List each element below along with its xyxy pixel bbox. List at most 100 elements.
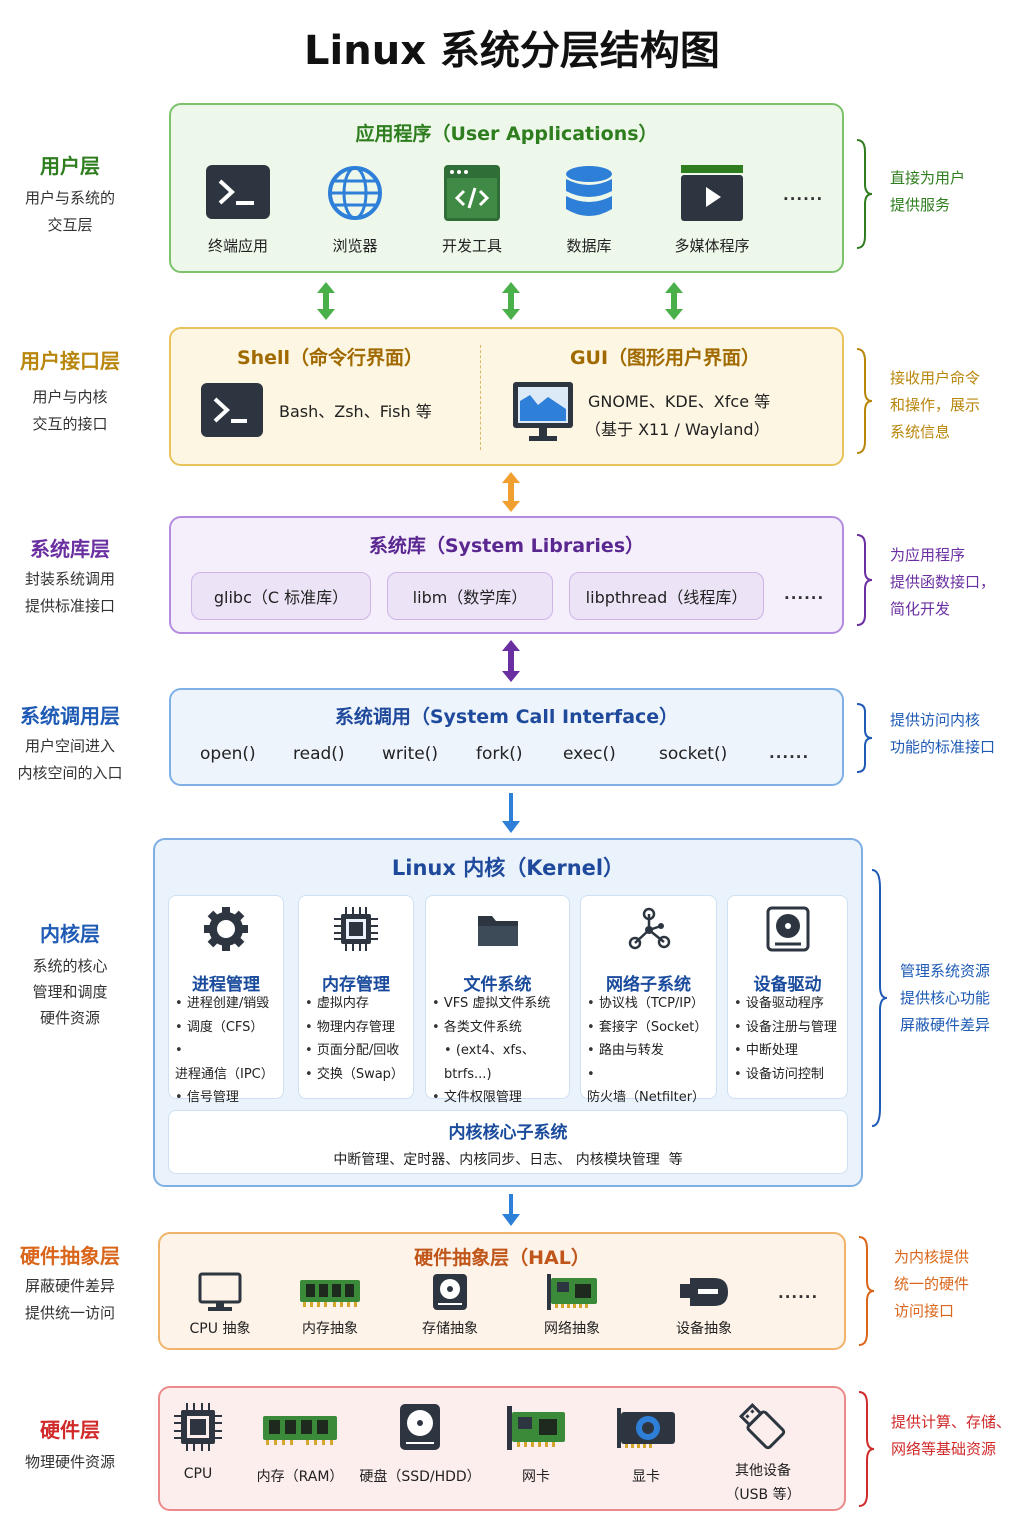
double-arrow-icon — [502, 282, 520, 320]
hal-label: CPU 抽象 — [189, 1321, 251, 1337]
kernel-card-process[interactable]: 进程管理 进程创建/销毁 调度（CFS） 进程通信（IPC） 信号管理 — [168, 895, 284, 1105]
layer-title-ui: 用户接口层 — [20, 349, 120, 373]
hw-other[interactable]: 其他设备 （USB 等） — [718, 1402, 808, 1504]
database-icon — [566, 166, 612, 216]
layer-note-user-1: 直接为用户 — [890, 169, 966, 187]
hal-box: 硬件抽象层（HAL） — [158, 1232, 846, 1350]
card-list: 设备驱动程序 设备注册与管理 中断处理 设备访问控制 — [734, 992, 845, 1086]
hw-label: 显卡 — [632, 1469, 660, 1485]
layer-note-hardware-1: 提供计算、存储、 — [891, 1413, 1012, 1431]
hw-nic[interactable]: 网卡 — [500, 1402, 572, 1486]
layer-note-ui-3: 系统信息 — [890, 423, 951, 441]
folder-icon — [477, 916, 518, 946]
layer-desc-syscall-1: 用户空间进入 — [24, 737, 115, 755]
card-title: 内存管理 — [322, 975, 390, 995]
usb-plug-icon — [738, 1402, 786, 1450]
chip-icon — [334, 907, 378, 951]
hal-label: 网络抽象 — [544, 1321, 600, 1337]
user-interface-box — [169, 327, 844, 466]
lib-glibc[interactable]: glibc（C 标准库） — [191, 572, 371, 620]
hw-label: 内存（RAM） — [256, 1469, 344, 1485]
layer-title-libs: 系统库层 — [30, 537, 110, 561]
ram-stick-icon — [300, 1280, 360, 1307]
layer-note-syscall-1: 提供访问内核 — [890, 711, 981, 729]
media-player-icon — [681, 165, 743, 221]
app-terminal[interactable]: 终端应用 — [188, 165, 288, 256]
syscall-socket[interactable]: socket() — [659, 744, 728, 764]
brace-icon — [856, 139, 873, 249]
double-arrow-icon — [502, 472, 520, 512]
card-item: 物理内存管理 — [305, 1016, 411, 1040]
hw-ram[interactable]: 内存（RAM） — [255, 1402, 345, 1486]
layer-note-libs-1: 为应用程序 — [890, 546, 966, 564]
app-browser[interactable]: 浏览器 — [305, 165, 405, 256]
layer-desc-kernel-3: 硬件资源 — [39, 1009, 100, 1027]
layer-note-kernel-3: 屏蔽硬件差异 — [900, 1016, 991, 1034]
hal-cpu[interactable]: CPU 抽象 — [175, 1272, 265, 1338]
card-title: 设备驱动 — [753, 975, 822, 995]
lib-libpthread[interactable]: libpthread（线程库） — [569, 572, 764, 620]
brace-icon — [856, 534, 873, 626]
card-item: 文件权限管理 — [432, 1086, 567, 1110]
brace-icon — [871, 869, 888, 1127]
kernel-card-memory[interactable]: 内存管理 虚拟内存 物理内存管理 页面分配/回收 交换（Swap） — [298, 895, 414, 1099]
hal-label: 内存抽象 — [302, 1321, 358, 1337]
kernel-title: Linux 内核（Kernel） — [391, 856, 625, 880]
syscall-exec[interactable]: exec() — [563, 744, 616, 764]
brace-icon — [858, 1391, 875, 1507]
app-database[interactable]: 数据库 — [539, 165, 639, 256]
syscall-fork[interactable]: fork() — [476, 744, 523, 764]
hal-storage[interactable]: 存储抽象 — [405, 1272, 495, 1338]
hal-label: 存储抽象 — [422, 1321, 478, 1337]
kernel-card-filesystem[interactable]: 文件系统 VFS 虚拟文件系统 各类文件系统 (ext4、xfs、btrfs..… — [425, 895, 570, 1105]
layer-desc-user-2: 交互层 — [47, 216, 93, 234]
layer-desc-user-1: 用户与系统的 — [24, 189, 115, 207]
app-label: 终端应用 — [207, 237, 268, 255]
card-item: 设备驱动程序 — [734, 992, 845, 1016]
syscall-open[interactable]: open() — [200, 744, 256, 764]
app-label: 浏览器 — [332, 237, 378, 255]
app-label: 多媒体程序 — [674, 237, 750, 255]
app-multimedia[interactable]: 多媒体程序 — [662, 165, 762, 256]
card-item: 中断处理 — [734, 1039, 845, 1063]
layer-desc-hal-1: 屏蔽硬件差异 — [24, 1277, 115, 1295]
kernel-card-driver[interactable]: 设备驱动 设备驱动程序 设备注册与管理 中断处理 设备访问控制 — [727, 895, 848, 1099]
card-item: 各类文件系统 — [432, 1016, 567, 1040]
layer-note-hal-2: 统一的硬件 — [894, 1275, 970, 1293]
hw-cpu[interactable]: CPU — [165, 1402, 231, 1482]
app-devtools[interactable]: 开发工具 — [422, 165, 522, 256]
lib-libm[interactable]: libm（数学库） — [387, 572, 553, 620]
gear-icon — [204, 907, 248, 951]
card-item: (ext4、xfs、btrfs...) — [432, 1039, 567, 1086]
syscall-title: 系统调用（System Call Interface） — [334, 706, 679, 728]
syscall-read[interactable]: read() — [293, 744, 345, 764]
layer-desc-kernel-2: 管理和调度 — [32, 983, 108, 1001]
layer-desc-hardware-1: 物理硬件资源 — [24, 1453, 115, 1471]
layer-note-libs-2: 提供函数接口， — [890, 573, 996, 591]
down-arrow-icon — [502, 793, 520, 833]
card-item: 进程通信（IPC） — [175, 1039, 281, 1086]
double-arrow-icon — [665, 282, 683, 320]
core-desc: 中断管理、定时器、内核同步、日志、 内核模块管理 等 — [333, 1152, 683, 1168]
hard-disk-icon — [400, 1404, 440, 1450]
layer-note-kernel-1: 管理系统资源 — [900, 962, 991, 980]
hw-gpu[interactable]: 显卡 — [612, 1402, 680, 1486]
syscall-write[interactable]: write() — [382, 744, 439, 764]
hw-disk[interactable]: 硬盘（SSD/HDD） — [359, 1402, 481, 1486]
hal-device[interactable]: 设备抽象 — [659, 1272, 749, 1338]
usb-drive-icon — [680, 1278, 728, 1306]
hw-label: CPU — [183, 1466, 213, 1482]
layer-desc-libs-2: 提供标准接口 — [24, 597, 115, 615]
cpu-icon — [174, 1403, 222, 1451]
card-item: 进程创建/销毁 — [175, 992, 281, 1016]
hal-network[interactable]: 网络抽象 — [527, 1272, 617, 1338]
card-title: 网络子系统 — [606, 975, 691, 995]
layer-note-hal-1: 为内核提供 — [894, 1248, 970, 1266]
double-arrow-icon — [502, 640, 520, 682]
kernel-core-subsystem[interactable]: 内核核心子系统 中断管理、定时器、内核同步、日志、 内核模块管理 等 — [168, 1110, 848, 1174]
hal-memory[interactable]: 内存抽象 — [285, 1272, 375, 1338]
layer-title-kernel: 内核层 — [40, 922, 100, 946]
kernel-card-network[interactable]: 网络子系统 协议栈（TCP/IP） 套接字（Socket） 路由与转发 防火墙（… — [580, 895, 717, 1105]
down-arrow-icon — [502, 1194, 520, 1226]
card-title: 文件系统 — [463, 975, 532, 995]
